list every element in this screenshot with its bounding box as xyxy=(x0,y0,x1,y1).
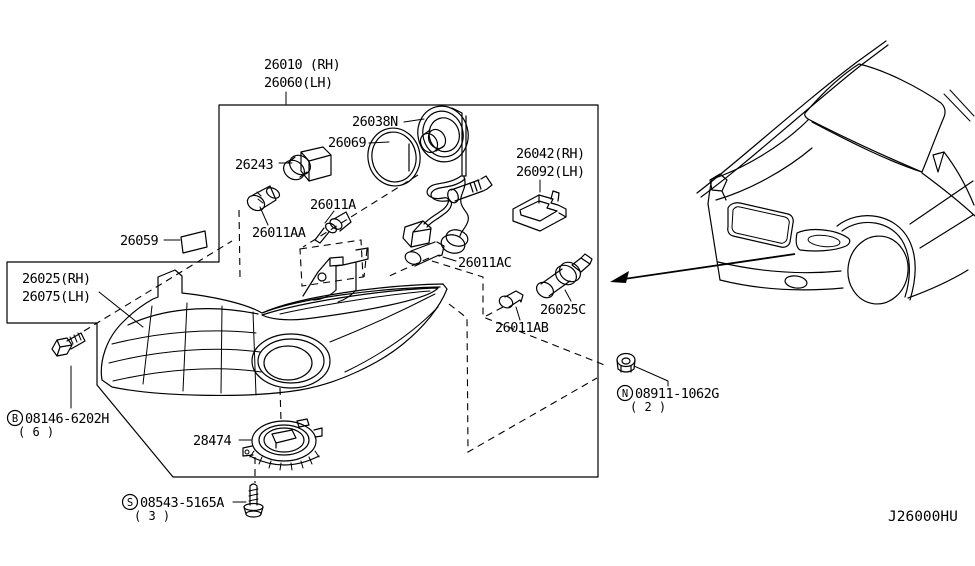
screw-callout: S 08543-5165A ( 3 ) xyxy=(121,493,225,523)
locator-arrow xyxy=(623,253,796,280)
bolt-quantity: ( 6 ) xyxy=(18,425,54,439)
bolt-prefix-circle-letter: B xyxy=(12,413,18,425)
bolt-callout: B 08146-6202H ( 6 ) xyxy=(6,409,110,439)
part-label-26060-lh: 26060(LH) xyxy=(264,75,333,91)
assembly-box-outline xyxy=(6,104,599,478)
part-label-26069: 26069 xyxy=(328,135,367,151)
bulb-socket-26011ac-holder xyxy=(440,229,469,254)
nut-08911-drawing xyxy=(616,352,636,373)
part-label-26025c: 26025C xyxy=(540,302,586,318)
part-label-26243: 26243 xyxy=(235,157,274,173)
headlamp-unit-26025-drawing xyxy=(100,247,448,397)
ballast-28474-drawing xyxy=(242,418,323,471)
bulb-26011a-drawing xyxy=(314,211,352,244)
screw-08543-drawing xyxy=(243,483,264,518)
nut-quantity: ( 2 ) xyxy=(630,400,666,414)
bolt-part-number: 08146-6202H xyxy=(25,411,109,427)
socket-26025c-drawing xyxy=(536,253,593,299)
gasket-ring-26069-drawing xyxy=(367,127,421,187)
part-label-26092-lh: 26092(LH) xyxy=(516,164,585,180)
harness-connector-plug xyxy=(402,220,432,248)
bulb-26011ac-drawing xyxy=(404,241,445,267)
nut-part-number: 08911-1062G xyxy=(635,386,719,402)
screw-part-number: 08543-5165A xyxy=(140,495,224,511)
bolt-08146-drawing xyxy=(51,332,86,357)
part-label-26010-rh: 26010 (RH) xyxy=(264,57,340,73)
part-label-26042-rh: 26042(RH) xyxy=(516,146,585,162)
harness-socket-cylinder xyxy=(447,175,493,204)
vehicle-locator-sketch xyxy=(696,40,975,305)
part-label-26059: 26059 xyxy=(120,233,159,249)
bulb-26011ab-drawing xyxy=(498,290,524,309)
nut-prefix-circle-letter: N xyxy=(622,388,628,400)
nut-callout: N 08911-1062G ( 2 ) xyxy=(616,384,720,414)
part-label-26011ab: 26011AB xyxy=(495,320,549,336)
cap-26042-drawing xyxy=(512,190,567,232)
part-label-26011aa: 26011AA xyxy=(252,225,306,241)
part-label-26075-lh: 26075(LH) xyxy=(22,289,91,305)
socket-26243-drawing xyxy=(283,146,332,182)
harness-wires xyxy=(423,175,469,237)
harness-assembly-26038n-drawing xyxy=(417,105,469,177)
part-label-28474: 28474 xyxy=(193,433,232,449)
diagram-code: J26000HU xyxy=(888,509,958,525)
part-label-26025-rh: 26025(RH) xyxy=(22,271,91,287)
part-label-26038n: 26038N xyxy=(352,114,398,130)
part-label-26011a: 26011A xyxy=(310,197,356,213)
locator-arrowhead xyxy=(610,271,629,283)
part-label-26011ac: 26011AC xyxy=(458,255,512,271)
screw-prefix-circle-letter: S xyxy=(127,497,133,509)
screw-quantity: ( 3 ) xyxy=(134,509,170,523)
sticker-26059-part xyxy=(180,230,208,254)
bulb-26011aa-drawing xyxy=(246,185,281,212)
